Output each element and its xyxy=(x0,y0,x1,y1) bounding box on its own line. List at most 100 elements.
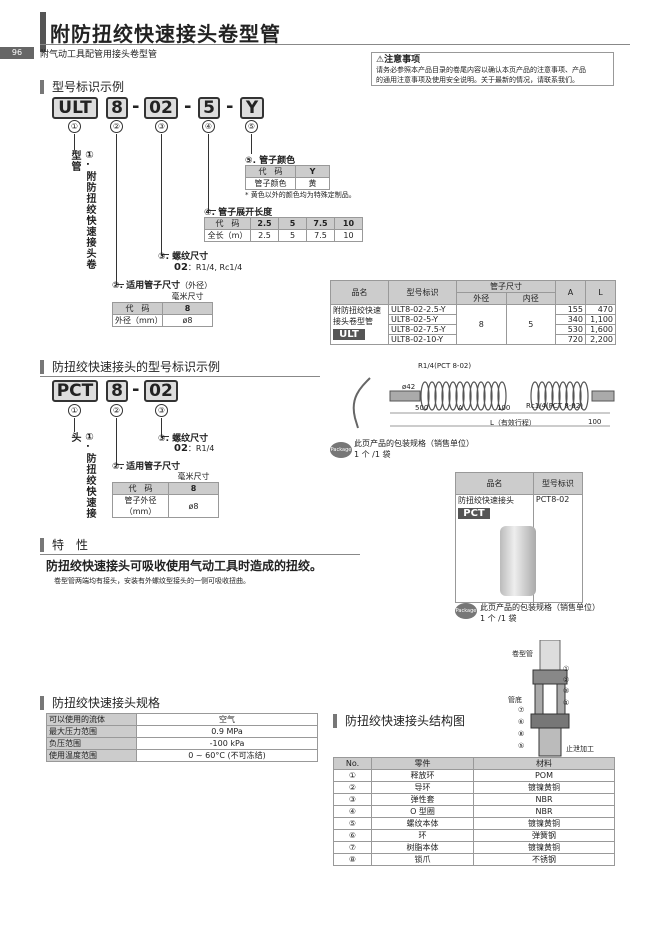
model-heading-ult: 型号标识示例 xyxy=(40,80,124,94)
package-icon: Package xyxy=(455,603,477,619)
leader-line xyxy=(161,436,169,437)
product-name: 附防扭绞快速接头卷型管 xyxy=(333,306,381,326)
item4-label: ④. 管子展开长度 xyxy=(204,208,273,218)
pct-item2-unit: 毫米尺寸 xyxy=(177,472,210,481)
leader-line xyxy=(116,464,124,465)
id-value: 5 xyxy=(505,304,556,345)
item2-unit: 毫米尺寸 xyxy=(171,292,204,301)
part-material: 镀镍黄铜 xyxy=(473,841,615,854)
part-material: 不锈钢 xyxy=(473,853,615,866)
item3-code: 02 xyxy=(174,262,188,273)
item2-note: （外径） xyxy=(180,281,213,290)
dim-a: A xyxy=(458,404,463,412)
leader-line xyxy=(251,134,252,154)
coil-tube-drawing xyxy=(352,377,615,429)
row-l: 470 xyxy=(585,304,616,315)
row-a: 155 xyxy=(555,304,586,315)
ult-badge: ULT xyxy=(333,329,365,340)
item4-len: 10 xyxy=(334,229,363,242)
pct-item2-od-value: ø8 xyxy=(168,494,219,518)
package-text-2: 1 个 /1 袋 xyxy=(480,614,517,623)
pct-item1-description: ①. 防扭绞快速接头 xyxy=(69,432,95,520)
code-color: Y xyxy=(240,97,264,119)
code-size: 8 xyxy=(106,97,128,119)
part-name: 螺纹本体 xyxy=(371,817,474,830)
code-thread: 02 xyxy=(144,97,178,119)
part-no: ⑥ xyxy=(333,829,372,842)
part-no: ① xyxy=(333,769,372,782)
dim-500: 500 xyxy=(415,404,429,412)
leader-line xyxy=(208,134,209,210)
part-name: 弹性套 xyxy=(371,793,474,806)
part-material: NBR xyxy=(473,793,615,806)
item1-description: ①. 附防扭绞快速接头卷型管 xyxy=(69,150,95,271)
num-2: ② xyxy=(563,676,570,684)
leader-line xyxy=(116,134,117,284)
item4-code: 10 xyxy=(334,217,363,230)
pct-item2-code-value: 8 xyxy=(168,482,219,495)
part-no: ⑦ xyxy=(333,841,372,854)
row-l: 1,100 xyxy=(585,314,616,325)
leader-line xyxy=(161,134,162,254)
dash: - xyxy=(184,96,192,117)
dim-thread-2: Rc1/4(PCT 8-02) xyxy=(526,402,583,410)
label-thread: 止泄加工 xyxy=(566,745,594,753)
package-text-1: 此页产品的包装规格（销售单位） xyxy=(480,603,600,612)
leader-line xyxy=(116,418,117,464)
specs-heading: 防扭绞快速接头规格 xyxy=(40,696,160,710)
pct-col-header-name: 品名 xyxy=(455,472,534,495)
row-a: 720 xyxy=(555,334,586,345)
col-header-no: No. xyxy=(333,757,372,770)
num-4: ④ xyxy=(202,120,215,133)
row-l: 1,600 xyxy=(585,324,616,335)
item3-label: ③. 螺纹尺寸 xyxy=(158,252,209,262)
code-length: 5 xyxy=(198,97,220,119)
dash: - xyxy=(132,379,140,400)
col-header-model: 型号标识 xyxy=(388,280,457,305)
num-5: ⑤ xyxy=(518,742,525,750)
col-header-name: 品名 xyxy=(330,280,389,305)
leader-line xyxy=(161,254,169,255)
spec-key: 负压范围 xyxy=(46,737,137,750)
features-sub: 卷型管两端均有接头，安装有外螺纹型接头的一侧可吸收扭曲。 xyxy=(54,577,250,585)
pct-name: 防扭绞快速接头 xyxy=(458,496,514,505)
part-no: ② xyxy=(333,781,372,794)
row-model: ULT8-02-10-Y xyxy=(388,334,457,345)
code-ult: ULT xyxy=(52,97,98,119)
model-heading-pct: 防扭绞快速接头的型号标识示例 xyxy=(40,360,220,374)
dim-100a: 100 xyxy=(497,404,511,412)
pct-item2-code-header: 代 码 xyxy=(112,482,169,495)
page-title: 附防扭绞快速接头卷型管 xyxy=(50,22,281,46)
part-material: 镀镍黄铜 xyxy=(473,781,615,794)
pct-badge: PCT xyxy=(458,508,490,519)
part-name: 导环 xyxy=(371,781,474,794)
spec-value: -100 kPa xyxy=(136,737,318,750)
item2-label: ②. 适用管子尺寸 xyxy=(112,281,181,291)
part-material: 镀镍黄铜 xyxy=(473,817,615,830)
item5-label: ⑤. 管子颜色 xyxy=(245,156,296,166)
col-header-od: 外径 xyxy=(456,292,507,305)
pct-model: PCT8-02 xyxy=(532,494,584,603)
pct-col-header-model: 型号标识 xyxy=(532,472,584,495)
num-1: ① xyxy=(68,120,81,133)
caution-text-1: 请务必参照本产品目录的卷尾内容以确认本页产品的注意事项、产品 xyxy=(376,66,586,74)
num-2: ② xyxy=(110,404,123,417)
caution-text-2: 的通用注意事项及使用安全说明。关于最新的情况，请联系我们。 xyxy=(376,76,579,84)
item2-code-header: 代 码 xyxy=(112,302,163,315)
row-model: ULT8-02-7.5-Y xyxy=(388,324,457,335)
code-thread: 02 xyxy=(144,380,178,402)
item5-color-header: 管子颜色 xyxy=(245,177,296,190)
col-header-part: 零件 xyxy=(371,757,474,770)
dim-l: L（有效行程） xyxy=(490,419,536,427)
pct-item3-label: ③. 螺纹尺寸 xyxy=(158,434,209,444)
part-material: POM xyxy=(473,769,615,782)
row-a: 530 xyxy=(555,324,586,335)
part-name: 环 xyxy=(371,829,474,842)
part-material: 弹簧钢 xyxy=(473,829,615,842)
col-header-material: 材料 xyxy=(473,757,615,770)
dash: - xyxy=(132,96,140,117)
page-number: 96 xyxy=(0,47,34,59)
